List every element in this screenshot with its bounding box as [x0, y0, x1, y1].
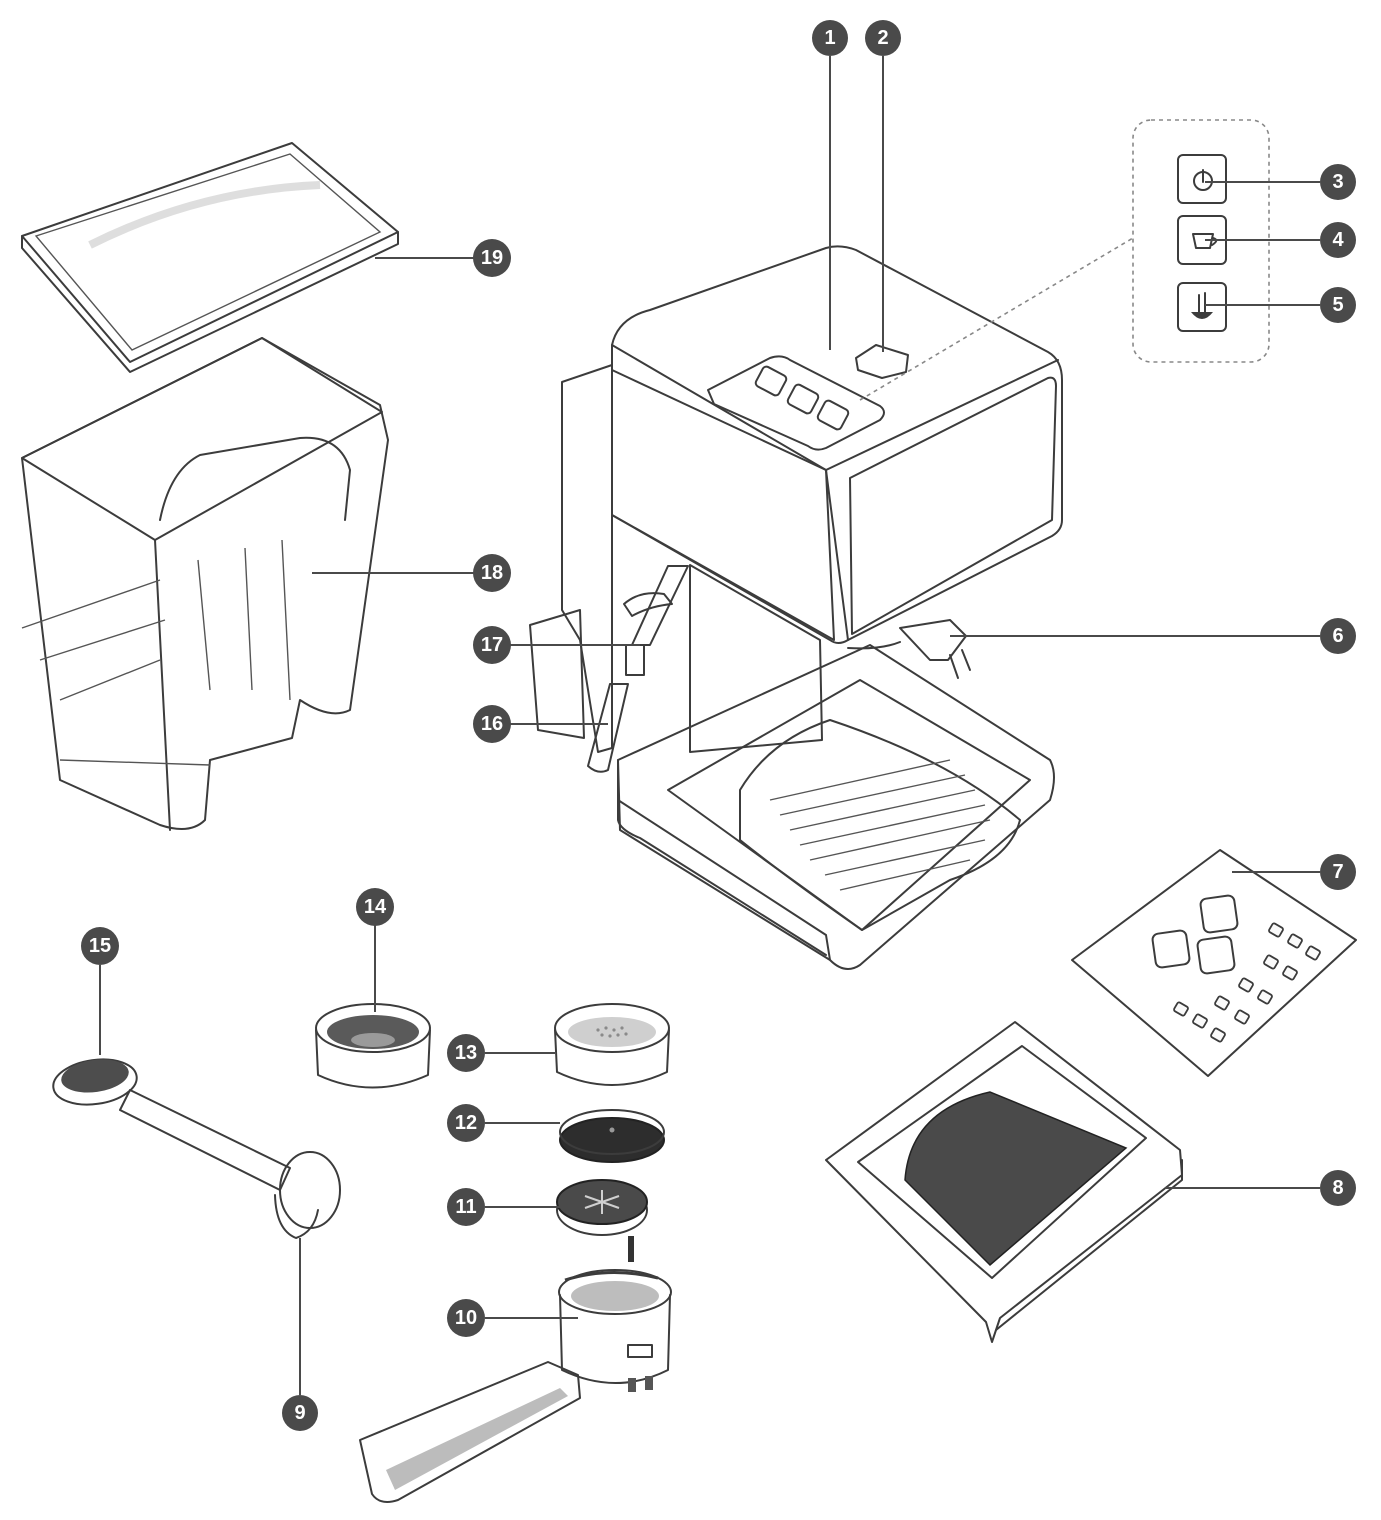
svg-text:11: 11	[455, 1196, 476, 1218]
svg-text:19: 19	[481, 247, 503, 269]
svg-text:2: 2	[877, 27, 888, 49]
water-tank-lid	[21, 142, 399, 373]
callout-18: 18	[473, 554, 511, 592]
callout-12: 12	[447, 1104, 485, 1142]
callout-badges: 1 2 3 4 5 6 7 8 9 10 11 12 13 14 15 16 1…	[81, 20, 1356, 1431]
callout-10: 10	[447, 1299, 485, 1337]
svg-text:15: 15	[89, 935, 111, 957]
filter-disc	[559, 1109, 665, 1163]
callout-14: 14	[356, 888, 394, 926]
svg-text:10: 10	[455, 1307, 477, 1329]
callout-17: 17	[473, 626, 511, 664]
callout-15: 15	[81, 927, 119, 965]
svg-text:7: 7	[1332, 861, 1343, 883]
drip-tray	[825, 1021, 1183, 1343]
single-shot-filter	[554, 1003, 670, 1086]
button-detail-inset	[859, 119, 1270, 401]
svg-text:5: 5	[1332, 294, 1343, 316]
steam-button[interactable]	[1177, 282, 1227, 332]
svg-text:14: 14	[364, 896, 387, 918]
svg-text:18: 18	[481, 562, 503, 584]
callout-3: 3	[1320, 164, 1356, 200]
svg-text:4: 4	[1332, 229, 1344, 251]
callout-7: 7	[1320, 854, 1356, 890]
power-button[interactable]	[1177, 154, 1227, 204]
steam-icon	[1191, 292, 1213, 319]
power-icon	[1193, 169, 1213, 191]
callout-1: 1	[812, 20, 848, 56]
callout-4: 4	[1320, 222, 1356, 258]
crema-valve	[556, 1179, 648, 1262]
double-shot-filter	[315, 1003, 431, 1089]
svg-text:9: 9	[294, 1402, 305, 1424]
callout-16: 16	[473, 705, 511, 743]
callout-11: 11	[447, 1188, 485, 1226]
svg-text:6: 6	[1332, 625, 1343, 647]
callout-6: 6	[1320, 618, 1356, 654]
water-tank	[21, 337, 389, 831]
svg-text:13: 13	[455, 1042, 477, 1064]
svg-text:3: 3	[1332, 171, 1343, 193]
callout-8: 8	[1320, 1170, 1356, 1206]
callout-5: 5	[1320, 287, 1356, 323]
svg-text:17: 17	[481, 634, 503, 656]
callout-13: 13	[447, 1034, 485, 1072]
svg-text:16: 16	[481, 713, 503, 735]
machine-body	[529, 245, 1063, 970]
svg-text:8: 8	[1332, 1177, 1343, 1199]
cup-warming-mat	[1071, 849, 1357, 1077]
callout-2: 2	[865, 20, 901, 56]
leader-lines	[99, 56, 1320, 1395]
svg-text:1: 1	[824, 27, 835, 49]
tamper-scoop	[52, 1058, 341, 1239]
callout-9: 9	[282, 1395, 318, 1431]
callout-19: 19	[473, 239, 511, 277]
svg-text:12: 12	[455, 1112, 477, 1134]
portafilter	[359, 1269, 672, 1503]
